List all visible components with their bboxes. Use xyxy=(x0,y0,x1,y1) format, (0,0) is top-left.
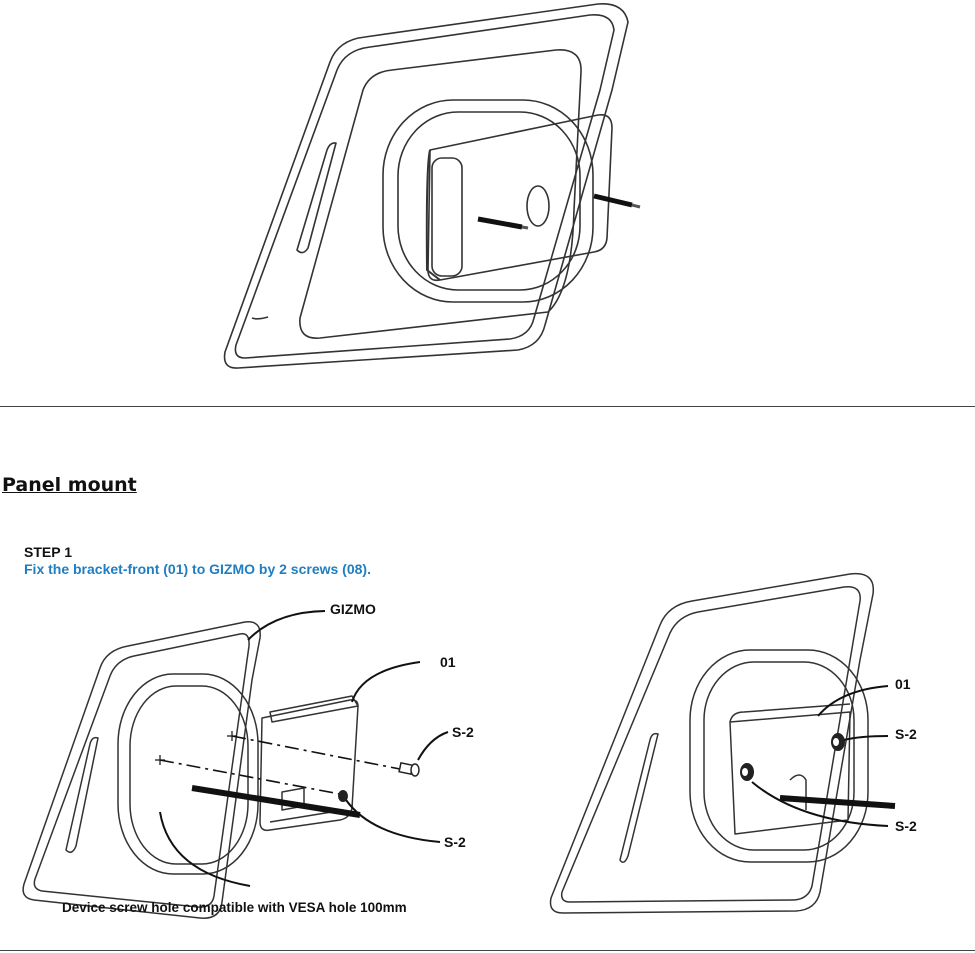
gizmo-side-slot xyxy=(65,736,99,853)
screw-s2-bottom xyxy=(338,790,348,802)
assembled-bracket xyxy=(729,711,851,835)
device-body-inner xyxy=(234,13,615,359)
leader-assembled-01 xyxy=(817,685,889,717)
section-divider-top xyxy=(0,406,975,407)
gizmo-gasket-inner xyxy=(129,685,249,865)
leader-assembled-s2-bottom xyxy=(751,781,889,827)
vesa-caption: Device screw hole compatible with VESA h… xyxy=(62,900,407,915)
leader-s2-top xyxy=(417,731,449,761)
gasket-outer xyxy=(382,99,594,303)
leader-assembled-s2-top xyxy=(843,735,889,741)
callout-assembled-s2-bottom: S-2 xyxy=(895,818,917,834)
block-recess xyxy=(431,157,463,277)
callout-s2-bottom: S-2 xyxy=(444,834,466,850)
callout-gizmo: GIZMO xyxy=(330,601,376,617)
assembled-body-inner xyxy=(560,586,861,903)
mounting-block-side xyxy=(425,149,441,281)
bracket-flange xyxy=(269,695,359,723)
leader-vesa xyxy=(159,811,251,887)
step-label: STEP 1 xyxy=(24,544,72,560)
gizmo-body-inner xyxy=(33,633,250,908)
section-title: Panel mount xyxy=(2,474,137,496)
leader-01 xyxy=(351,661,421,703)
device-body-outline xyxy=(223,3,629,369)
mounting-block xyxy=(427,113,613,282)
section-divider-bottom xyxy=(0,950,975,951)
assembled-bracket-top xyxy=(729,703,851,723)
step-description: Fix the bracket-front (01) to GIZMO by 2… xyxy=(24,561,371,577)
assembled-gasket xyxy=(689,649,869,863)
screw-left xyxy=(477,216,523,230)
alignment-line-top xyxy=(231,735,406,771)
assembled-screw-bottom xyxy=(740,763,754,781)
screw-right xyxy=(593,193,633,208)
callout-bracket-01: 01 xyxy=(440,654,456,670)
leader-gizmo xyxy=(247,610,326,641)
callout-s2-top: S-2 xyxy=(452,724,474,740)
callout-assembled-s2-top: S-2 xyxy=(895,726,917,742)
back-plate xyxy=(299,49,582,339)
callout-assembled-01: 01 xyxy=(895,676,911,692)
assembled-screw-top xyxy=(831,733,845,751)
side-slot xyxy=(296,142,337,254)
assembled-gasket-inner xyxy=(703,661,855,851)
assembled-side-slot xyxy=(619,732,659,863)
rod-left xyxy=(191,785,361,818)
screw-s2-top xyxy=(398,761,420,777)
assembled-body xyxy=(549,572,875,914)
screw-left-tip xyxy=(521,225,529,230)
gizmo-gasket xyxy=(117,673,259,875)
gasket-inner xyxy=(397,111,581,291)
center-hole xyxy=(526,185,550,227)
screw-right-tip xyxy=(631,203,641,209)
leader-s2-bottom xyxy=(345,799,441,843)
assembled-rod xyxy=(779,795,896,809)
alignment-line-bottom xyxy=(159,759,346,796)
gizmo-body xyxy=(22,621,261,919)
